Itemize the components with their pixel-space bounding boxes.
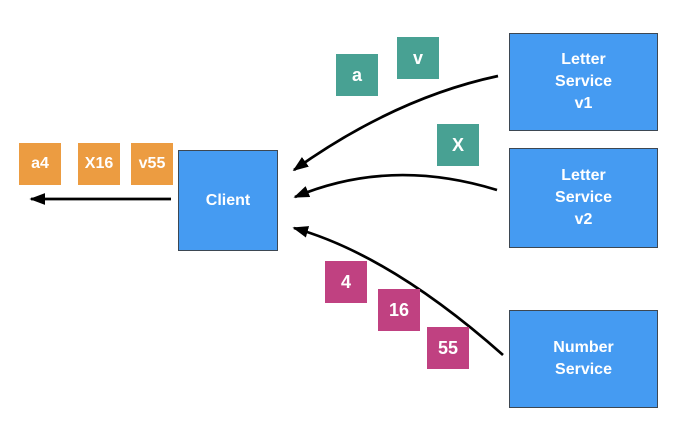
client-node: Client (178, 150, 278, 251)
merged-token-v55: v55 (131, 143, 173, 185)
number-token-55: 55 (427, 327, 469, 369)
number-service-node: Number Service (509, 310, 658, 408)
number-service-label-line1: Number (553, 339, 614, 356)
merged-token-a4: a4 (19, 143, 61, 185)
number-token-16-label: 16 (388, 299, 410, 320)
letter-token-v: v (397, 37, 439, 79)
letter-token-v-label: v (412, 47, 423, 68)
arrow-number-to-client (292, 226, 504, 357)
letter-service-v2-label-line3: v2 (574, 211, 593, 228)
letter-token-x-label: X (451, 134, 464, 155)
client-node-label: Client (205, 191, 251, 209)
letter-service-v2-label-line2: Service (555, 189, 612, 206)
letter-service-v1-label-line3: v1 (574, 95, 593, 112)
number-service-label-line2: Service (555, 361, 612, 378)
merged-token-a4-label: a4 (31, 155, 49, 172)
letter-service-v1-node: Letter Service v1 (509, 33, 658, 131)
letter-token-a-label: a (351, 64, 362, 85)
number-token-4-label: 4 (340, 271, 351, 292)
merged-token-x16: X16 (78, 143, 120, 185)
number-token-55-label: 55 (437, 337, 459, 358)
number-token-4: 4 (325, 261, 367, 303)
arrow-letter-v2-to-client (293, 173, 498, 199)
merged-token-v55-label: v55 (138, 155, 166, 172)
letter-service-v2-node: Letter Service v2 (509, 148, 658, 248)
letter-service-v2-label-line1: Letter (561, 167, 606, 184)
letter-service-v1-label-line1: Letter (561, 51, 606, 68)
letter-token-x: X (437, 124, 479, 166)
number-token-16: 16 (378, 289, 420, 331)
letter-token-a: a (336, 54, 378, 96)
arrow-letter-v1-to-client (292, 74, 499, 172)
letter-service-v1-label-line2: Service (555, 73, 612, 90)
merged-token-x16-label: X16 (84, 155, 114, 172)
